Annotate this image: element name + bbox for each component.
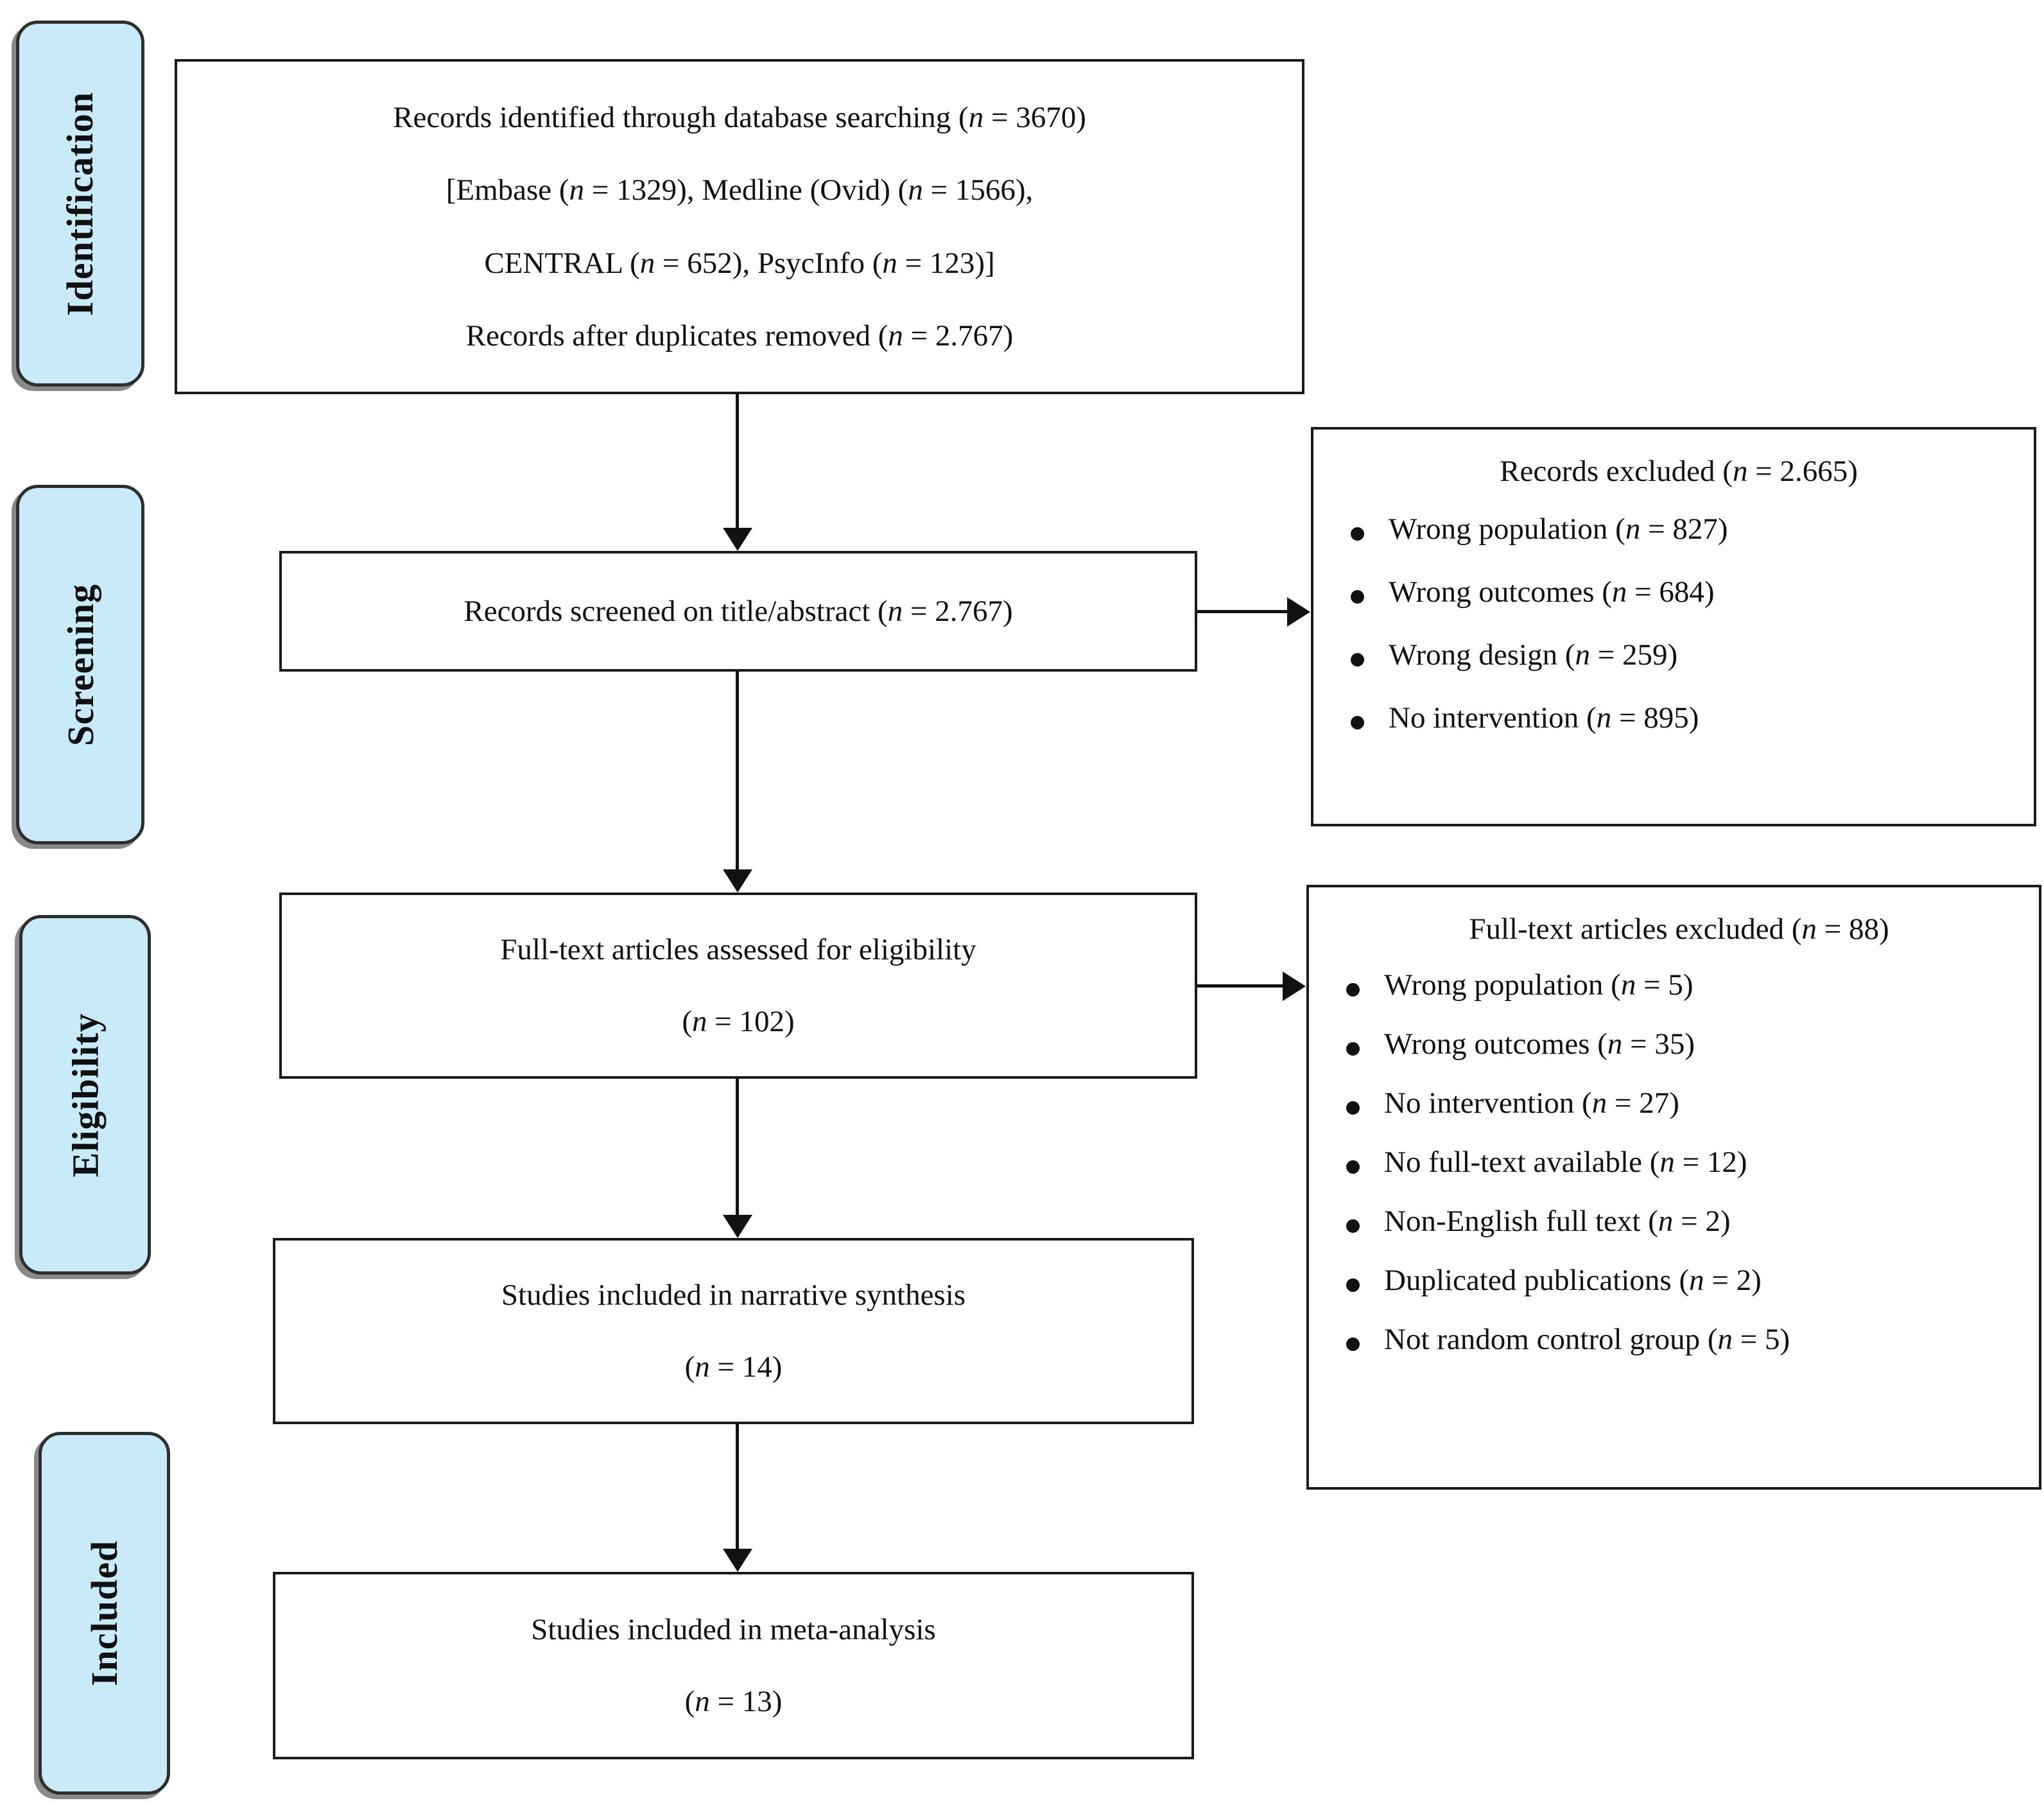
records-excluded-item: Wrong design (n = 259) (1389, 638, 1678, 672)
fulltext-excluded-item: Wrong population (n = 5) (1384, 968, 1693, 1002)
bullet-icon (1346, 1219, 1360, 1233)
records-excluded-item: Wrong outcomes (n = 684) (1389, 575, 1715, 609)
records-identified-line-2: [Embase (n = 1329), Medline (Ovid) (n = … (446, 173, 1034, 207)
list-item: Duplicated publications (n = 2) (1346, 1251, 2020, 1310)
fulltext-excluded-item: Non-English full text (n = 2) (1384, 1205, 1731, 1238)
fulltext-excluded-item: No full-text available (n = 12) (1384, 1145, 1747, 1179)
arrow-identification-to-screening (736, 394, 739, 530)
meta-analysis-box: Studies included in meta-analysis (n = 1… (273, 1572, 1194, 1759)
list-item: No full-text available (n = 12) (1346, 1133, 2020, 1192)
arrowhead-down-icon (723, 1549, 752, 1572)
arrow-eligibility-to-fulltext-excluded (1197, 984, 1284, 988)
bullet-icon (1346, 1337, 1360, 1351)
stage-label-screening: Screening (59, 583, 101, 746)
records-excluded-title: Records excluded (n = 2.665) (1500, 455, 1858, 488)
stage-label-eligibility: Eligibility (64, 1013, 107, 1177)
stage-tab-identification: Identification (16, 21, 144, 387)
records-identified-line-3: CENTRAL (n = 652), PsycInfo (n = 123)] (484, 246, 995, 280)
fulltext-assessed-count: (n = 102) (682, 1005, 795, 1038)
arrow-eligibility-to-narrative (736, 1079, 739, 1216)
bullet-icon (1346, 983, 1360, 997)
records-screened-box: Records screened on title/abstract (n = … (279, 551, 1197, 672)
meta-analysis-count: (n = 13) (684, 1685, 783, 1719)
records-screened-line: Records screened on title/abstract (n = … (463, 595, 1013, 628)
list-item: Wrong design (n = 259) (1351, 623, 2014, 686)
stage-tab-included: Included (39, 1432, 170, 1795)
bullet-icon (1346, 1042, 1360, 1056)
stage-label-identification: Identification (59, 91, 101, 316)
records-identified-line-4: Records after duplicates removed (n = 2.… (465, 319, 1014, 353)
fulltext-assessed-box: Full-text articles assessed for eligibil… (279, 893, 1197, 1079)
records-excluded-item: No intervention (n = 895) (1389, 701, 1699, 735)
fulltext-excluded-item: Wrong outcomes (n = 35) (1384, 1027, 1695, 1061)
records-identified-line-1: Records identified through database sear… (393, 100, 1086, 134)
arrowhead-down-icon (723, 528, 752, 551)
fulltext-excluded-item: Duplicated publications (n = 2) (1384, 1264, 1762, 1297)
bullet-icon (1351, 716, 1364, 729)
arrowhead-down-icon (723, 869, 752, 893)
bullet-icon (1346, 1278, 1360, 1292)
stage-tab-eligibility: Eligibility (19, 915, 151, 1275)
list-item: No intervention (n = 895) (1351, 686, 2014, 749)
bullet-icon (1346, 1101, 1360, 1115)
list-item: Wrong outcomes (n = 35) (1346, 1015, 2020, 1074)
list-item: Wrong population (n = 827) (1351, 498, 2014, 561)
arrow-screening-to-records-excluded (1197, 610, 1288, 613)
arrow-narrative-to-meta (736, 1424, 739, 1550)
narrative-synthesis-box: Studies included in narrative synthesis … (273, 1238, 1194, 1424)
fulltext-excluded-box: Full-text articles excluded (n = 88) Wro… (1306, 885, 2041, 1490)
list-item: Wrong population (n = 5) (1346, 955, 2020, 1015)
arrowhead-right-icon (1287, 597, 1310, 627)
list-item: Wrong outcomes (n = 684) (1351, 561, 2014, 623)
bullet-icon (1351, 590, 1364, 604)
meta-analysis-line-1: Studies included in meta-analysis (531, 1612, 936, 1646)
bullet-icon (1346, 1160, 1360, 1174)
arrowhead-right-icon (1283, 971, 1306, 1001)
stage-tab-screening: Screening (16, 485, 144, 844)
fulltext-excluded-item: Not random control group (n = 5) (1384, 1323, 1790, 1356)
stage-label-included: Included (83, 1540, 126, 1687)
list-item: Not random control group (n = 5) (1346, 1310, 2020, 1369)
fulltext-excluded-title: Full-text articles excluded (n = 88) (1469, 912, 1889, 946)
list-item: No intervention (n = 27) (1346, 1074, 2020, 1133)
list-item: Non-English full text (n = 2) (1346, 1192, 2020, 1251)
bullet-icon (1351, 527, 1364, 541)
arrowhead-down-icon (723, 1215, 752, 1238)
bullet-icon (1351, 653, 1364, 666)
records-identified-box: Records identified through database sear… (175, 59, 1304, 394)
arrow-screening-to-eligibility (736, 672, 739, 871)
fulltext-assessed-line-1: Full-text articles assessed for eligibil… (500, 933, 976, 966)
narrative-synthesis-count: (n = 14) (684, 1350, 783, 1384)
records-excluded-box: Records excluded (n = 2.665) Wrong popul… (1311, 427, 2036, 826)
narrative-synthesis-line-1: Studies included in narrative synthesis (501, 1278, 966, 1312)
records-excluded-item: Wrong population (n = 827) (1389, 512, 1728, 546)
fulltext-excluded-item: No intervention (n = 27) (1384, 1086, 1679, 1120)
